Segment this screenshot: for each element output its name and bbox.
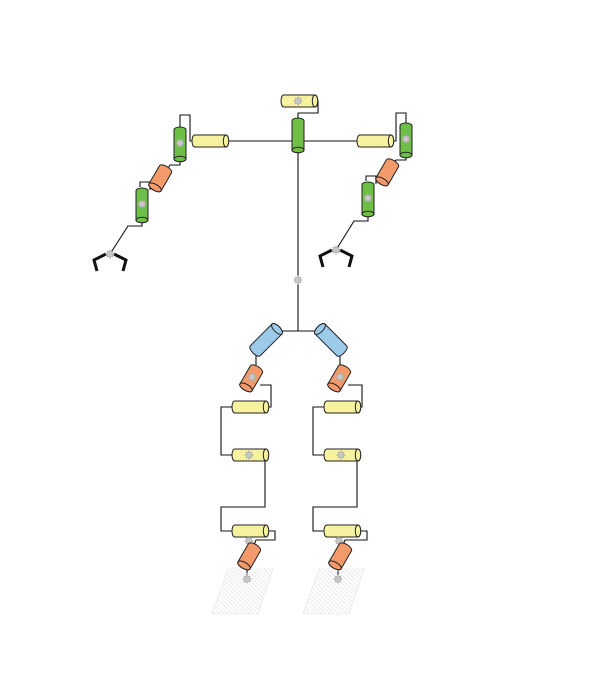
cylinder-cap	[262, 448, 270, 462]
cylinder-cap	[311, 94, 319, 108]
joint-gear-icon	[336, 450, 346, 460]
left-elbow-joint	[148, 164, 173, 193]
right-knee-joint	[323, 400, 362, 414]
right-foot-gear-icon	[333, 574, 343, 584]
right-ankle-joint	[323, 524, 362, 538]
cylinder-cap	[173, 155, 187, 163]
left-forearm-link	[109, 220, 143, 255]
cylinder-cap	[354, 400, 362, 414]
cylinder-cap	[387, 134, 395, 148]
cylinder-cap	[237, 560, 251, 571]
cylinder-cap	[375, 176, 389, 187]
gripper-gear-icon	[331, 245, 341, 255]
torso-joint	[291, 117, 305, 154]
cylinder-cap	[262, 524, 270, 538]
cylinder-cap	[354, 448, 362, 462]
cylinder-cap	[354, 524, 362, 538]
right-shoulder-joint	[356, 134, 395, 148]
right-ankle-link	[342, 530, 368, 546]
joint-gear-icon	[244, 450, 254, 460]
left-knee-link	[220, 406, 232, 456]
cylinder-cap	[327, 382, 341, 393]
left-ground-plane	[211, 568, 274, 615]
joint-gear-icon	[363, 193, 373, 203]
right-knee-link	[312, 406, 324, 456]
cylinder-cap	[271, 323, 283, 335]
cylinder-cap	[135, 216, 149, 224]
right-ground-plane	[302, 568, 365, 615]
joint-gear-icon	[401, 134, 411, 144]
cylinder-cap	[239, 382, 253, 393]
joint-gear-icon	[293, 96, 303, 106]
cylinder-cap	[262, 400, 270, 414]
left-knee-joint	[231, 400, 270, 414]
cylinder-cap	[222, 134, 230, 148]
cylinder-cap	[148, 182, 162, 193]
right-shoulder-link	[391, 112, 407, 142]
left-foot-gear-icon	[242, 574, 252, 584]
joint-gear-icon	[247, 372, 257, 382]
joints	[92, 94, 413, 584]
right-shin-link	[312, 455, 358, 532]
left-ankle-link	[253, 530, 276, 546]
pelvis-gear-icon	[293, 275, 303, 285]
cylinder-cap	[328, 560, 342, 571]
cylinder-cap	[399, 151, 413, 159]
right-forearm-link	[335, 215, 369, 251]
cylinder-cap	[361, 210, 375, 218]
gripper-gear-icon	[105, 249, 115, 259]
left-shoulder-joint	[191, 134, 230, 148]
right-foot-joint	[328, 542, 353, 571]
right-gripper	[318, 248, 354, 268]
cylinder-cap	[314, 323, 326, 335]
left-shin-link	[220, 455, 266, 532]
right-hip-joint	[314, 323, 348, 357]
left-ankle-joint	[231, 524, 270, 538]
left-hip-joint	[249, 323, 283, 357]
joint-gear-icon	[137, 199, 147, 209]
right-elbow-joint	[375, 158, 400, 187]
left-foot-joint	[237, 542, 262, 571]
cylinder-cap	[291, 146, 305, 154]
joint-gear-icon	[335, 372, 345, 382]
left-shoulder-link	[179, 114, 192, 142]
joint-gear-icon	[175, 138, 185, 148]
grounds	[211, 568, 365, 615]
left-gripper	[92, 252, 128, 272]
